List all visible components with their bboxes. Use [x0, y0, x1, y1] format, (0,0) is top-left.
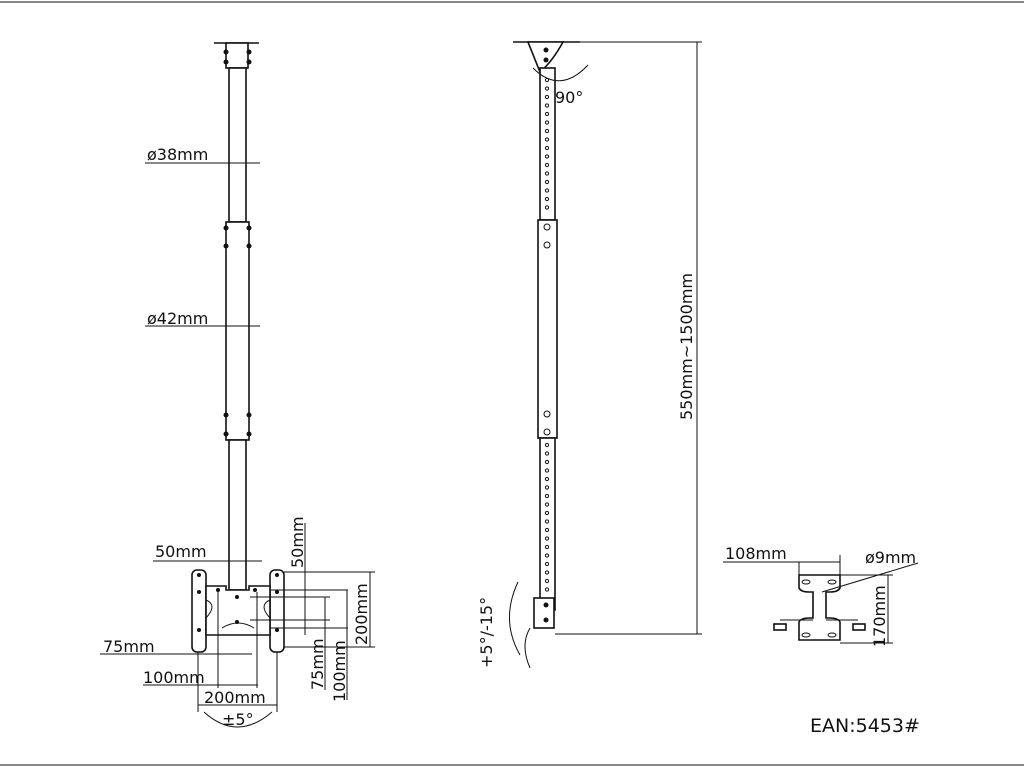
- adjust-hole: [544, 205, 550, 210]
- adjust-hole: [544, 111, 550, 117]
- adjust-hole: [544, 162, 550, 168]
- adjust-hole: [544, 188, 550, 193]
- adjust-hole: [544, 459, 550, 465]
- vesa-v100-label: 100mm: [330, 640, 349, 702]
- adjust-hole: [544, 86, 550, 91]
- adjust-hole: [544, 179, 550, 185]
- adjust-hole: [544, 536, 550, 541]
- adjust-hole: [544, 519, 550, 524]
- adjust-hole: [544, 510, 550, 516]
- adjust-hole: [544, 476, 550, 482]
- vesa-h200-label: 200mm: [204, 688, 266, 707]
- adjust-hole: [544, 94, 550, 100]
- vesa-v75-label: 75mm: [308, 638, 327, 690]
- adjust-hole: [544, 587, 550, 592]
- length-range-label: 550mm~1500mm: [677, 273, 696, 420]
- adjust-hole: [544, 120, 550, 125]
- vesa-dimension-lines: [100, 523, 375, 728]
- side-view-pole: [513, 41, 580, 629]
- adjust-hole: [544, 502, 550, 507]
- bracket-height-label: 170mm: [870, 585, 889, 647]
- vesa-plate: [191, 569, 285, 653]
- tilt-side-label: ±5°: [222, 710, 254, 729]
- adjust-hole: [544, 137, 550, 142]
- tilt-front-label: +5°/-15°: [477, 597, 496, 668]
- dia-mid-label: ø42mm: [147, 309, 208, 328]
- pole-width-label: 50mm: [155, 542, 207, 561]
- adjust-hole: [544, 561, 550, 567]
- vesa-v200-label: 200mm: [352, 583, 371, 645]
- vesa-h100-label: 100mm: [143, 668, 205, 687]
- adjust-hole: [544, 493, 550, 499]
- front-view-pole: [214, 42, 259, 591]
- dia-top-label: ø38mm: [147, 145, 208, 164]
- vesa-h75-label: 75mm: [103, 637, 155, 656]
- wall-bracket: [773, 574, 866, 641]
- adjust-hole: [544, 103, 550, 108]
- adjust-hole: [544, 544, 550, 550]
- adjust-hole: [544, 468, 550, 473]
- adjust-hole: [544, 527, 550, 533]
- adjust-hole: [544, 171, 550, 176]
- adjust-hole: [544, 196, 550, 202]
- adjust-hole: [544, 154, 550, 159]
- adjust-hole: [544, 145, 550, 151]
- adjust-hole: [544, 578, 550, 584]
- ceiling-rotation-label: 90°: [555, 88, 583, 107]
- vesa-v50-label: 50mm: [288, 516, 307, 568]
- adjust-hole: [544, 442, 550, 448]
- bracket-width-label: 108mm: [725, 544, 787, 563]
- adjust-hole: [544, 128, 550, 134]
- adjust-hole: [544, 451, 550, 456]
- adjust-hole: [544, 485, 550, 490]
- adjust-hole: [544, 553, 550, 558]
- hole-diameter-label: ø9mm: [865, 548, 916, 567]
- ean-code: EAN:5453#: [810, 715, 920, 737]
- adjust-hole: [544, 570, 550, 575]
